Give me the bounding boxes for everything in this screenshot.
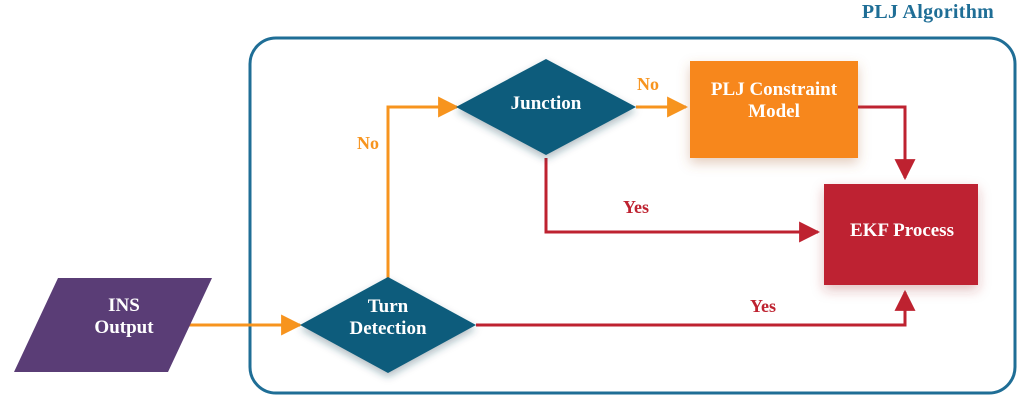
plj-algorithm-container — [248, 36, 1017, 395]
edge-junction-yes-to-ekf — [544, 158, 821, 243]
node-junction[interactable] — [456, 59, 636, 155]
node-ins-output[interactable] — [14, 278, 212, 372]
edge-turn-no-to-junction — [386, 96, 460, 284]
node-ekf-process[interactable] — [824, 184, 978, 285]
edge-turn-yes-to-ekf — [476, 289, 916, 327]
node-plj-constraint-model[interactable] — [690, 61, 858, 158]
node-turn-detection[interactable] — [300, 277, 476, 373]
page-title: PLJ Algorithm — [861, 1, 995, 23]
edge-plj-to-ekf — [858, 105, 916, 181]
